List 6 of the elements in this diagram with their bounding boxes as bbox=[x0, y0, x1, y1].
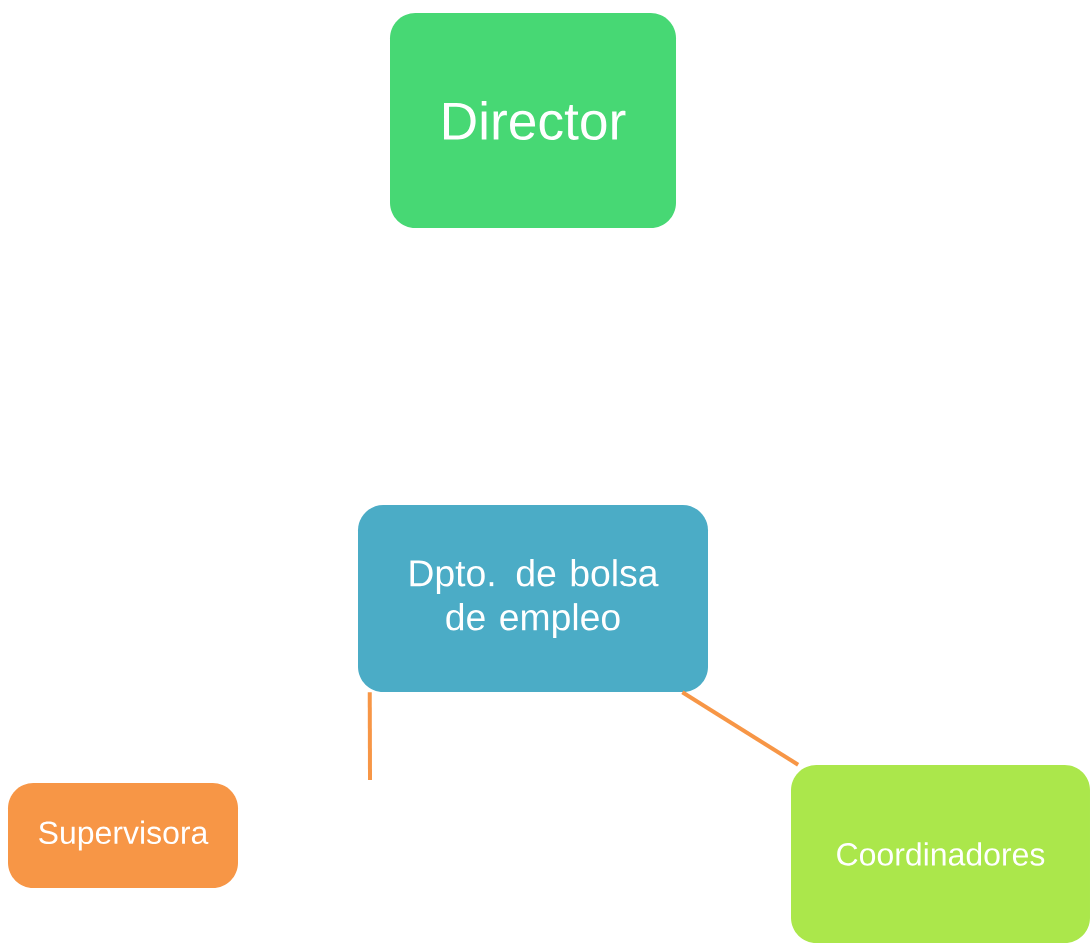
connector-line bbox=[367, 692, 372, 780]
connector-line bbox=[681, 690, 800, 767]
org-box: Supervisora bbox=[8, 783, 238, 888]
org-box: Director bbox=[390, 13, 676, 228]
org-box: Coordinadores bbox=[791, 765, 1090, 943]
org-box: Dpto. de bolsa de empleo bbox=[358, 505, 708, 692]
